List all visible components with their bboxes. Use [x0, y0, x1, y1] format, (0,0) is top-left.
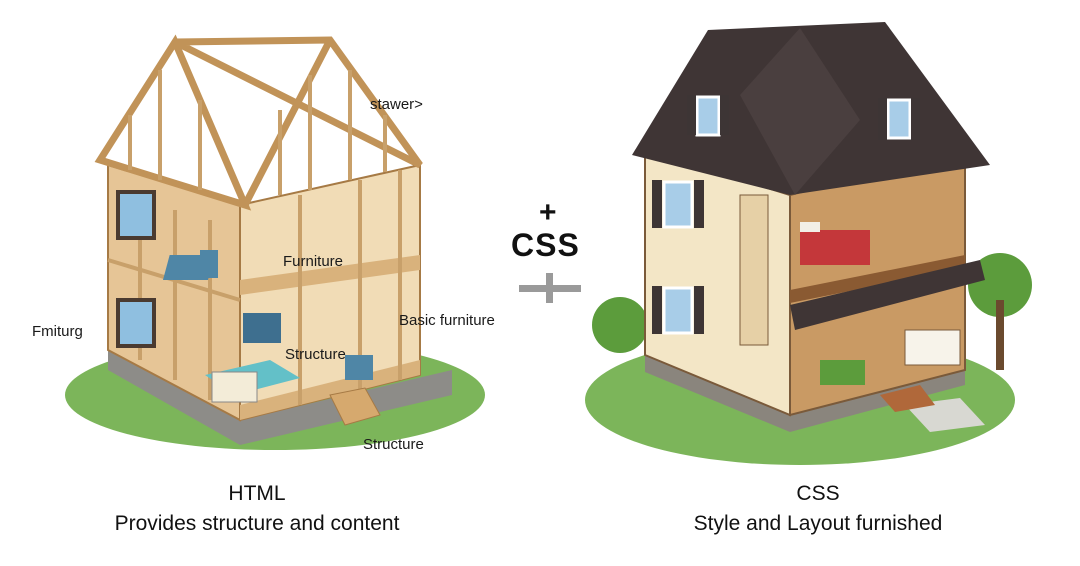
- css-title: CSS: [796, 482, 840, 505]
- label-structure-bottom: Structure: [363, 436, 424, 453]
- middle-css-label: CSS: [511, 227, 580, 263]
- plus-sign-graphic: [519, 273, 581, 303]
- html-subtitle: Provides structure and content: [114, 512, 400, 535]
- framed-house-illustration: [65, 34, 485, 450]
- label-stawer: stawer>: [370, 96, 423, 113]
- css-subtitle: Style and Layout furnished: [693, 512, 943, 535]
- finished-house-illustration: [585, 22, 1032, 465]
- label-basic-furniture: Basic furniture: [399, 312, 495, 329]
- plus-sign: +: [539, 196, 557, 229]
- label-fmiturg: Fmiturg: [32, 323, 83, 340]
- label-furniture: Furniture: [283, 253, 344, 270]
- label-structure-inner: Structure: [285, 346, 346, 363]
- html-title: HTML: [228, 482, 286, 505]
